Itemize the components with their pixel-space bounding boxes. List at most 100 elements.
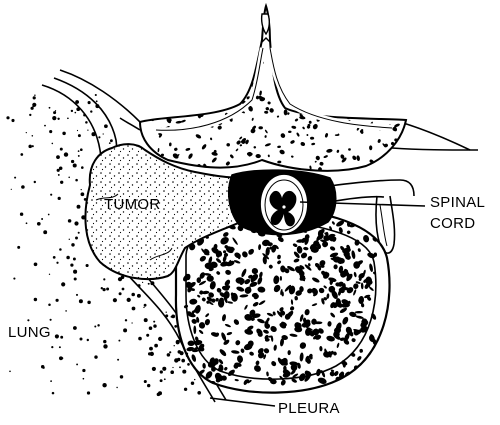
bone-pore [193, 325, 197, 335]
arch-pore [309, 165, 312, 170]
bone-pore [279, 275, 282, 281]
lung-speck [143, 306, 145, 309]
bone-pore [290, 363, 298, 372]
bone-pore [344, 332, 350, 342]
bone-pore [211, 247, 220, 254]
bone-pore [186, 346, 195, 352]
bone-pore [244, 329, 254, 335]
bone-pore [294, 296, 298, 301]
lung-speck [190, 381, 195, 385]
lung-speck [20, 153, 24, 156]
bone-pore [290, 299, 294, 305]
bone-pore [211, 298, 216, 303]
bone-pore [329, 278, 334, 285]
lung-speck [141, 281, 144, 284]
arch-pore [252, 125, 256, 130]
arch-pore [306, 133, 309, 137]
bone-pore [304, 374, 311, 382]
arch-pore [166, 117, 172, 124]
arch-pore [385, 77, 389, 81]
lung-speck [33, 262, 38, 267]
bone-pore [198, 322, 206, 329]
bone-pore [369, 286, 374, 291]
lung-speck [41, 218, 44, 220]
lung-speck [112, 298, 117, 303]
arch-pore [312, 104, 318, 110]
lung-speck [90, 110, 93, 113]
bone-pore [206, 275, 214, 282]
arch-pore [341, 157, 347, 163]
bone-pore [323, 297, 328, 301]
arch-pore [319, 75, 322, 80]
arch-pore [211, 157, 217, 163]
arch-pore [193, 90, 198, 94]
bone-pore [333, 300, 340, 309]
arch-pore [370, 166, 376, 171]
arch-pore [171, 72, 178, 77]
arch-pore [175, 120, 182, 124]
arch-pore [255, 154, 261, 159]
lung-speck [94, 93, 97, 97]
bone-pore [326, 335, 335, 342]
lung-speck [11, 118, 15, 123]
lung-speck [149, 351, 154, 357]
lung-speck [85, 263, 89, 268]
bone-pore [318, 287, 325, 294]
bone-pore [299, 352, 304, 362]
arch-pore [336, 149, 340, 153]
lung-speck [131, 292, 135, 297]
bone-pore [262, 253, 270, 260]
arch-pore [306, 58, 310, 62]
lung-speck [102, 383, 107, 388]
arch-pore [152, 81, 156, 87]
lung-speck [103, 339, 107, 344]
arch-pore [160, 68, 165, 73]
bone-pore [321, 370, 326, 378]
lung-speck [49, 318, 52, 321]
bone-pore [315, 334, 322, 340]
bone-pore [351, 338, 356, 343]
bone-pore [224, 285, 231, 290]
bone-pore [239, 279, 245, 285]
lung-speck [146, 333, 150, 337]
bone-pore [359, 374, 370, 381]
lung-speck [106, 287, 110, 291]
bone-pore [308, 353, 313, 359]
bone-pore [331, 221, 335, 225]
bone-pore [257, 286, 266, 293]
arch-pore [277, 160, 282, 164]
bone-pore [220, 236, 229, 245]
bone-pore [329, 226, 332, 231]
bone-pore [355, 315, 364, 319]
bone-pore [198, 369, 205, 375]
bone-pore [353, 271, 357, 278]
arch-pore [239, 59, 243, 63]
arch-pore [307, 73, 310, 77]
bone-pore [345, 270, 351, 280]
arch-pore [264, 143, 271, 147]
bone-pore [266, 317, 270, 322]
bone-pore [221, 332, 227, 341]
bone-pore [362, 376, 369, 384]
arch-pore [251, 117, 254, 121]
bone-pore [333, 264, 338, 270]
lung-speck [68, 238, 70, 240]
arch-pore [224, 74, 227, 77]
bone-pore [319, 346, 323, 352]
arch-pore [332, 61, 336, 67]
bone-pore [265, 247, 270, 256]
lung-speck [126, 297, 131, 303]
bone-pore [300, 252, 308, 259]
arch-pore [249, 66, 253, 70]
lung-speck [75, 236, 78, 240]
bone-pore [308, 263, 311, 267]
lung-speck [82, 377, 85, 380]
bone-pore [331, 290, 338, 299]
bone-pore [299, 286, 304, 293]
arch-pore [377, 139, 381, 143]
lung-speck [75, 293, 79, 296]
bone-pore [289, 306, 295, 311]
bone-pore [342, 316, 349, 325]
lung-speck [87, 129, 89, 131]
bone-pore [357, 356, 362, 361]
